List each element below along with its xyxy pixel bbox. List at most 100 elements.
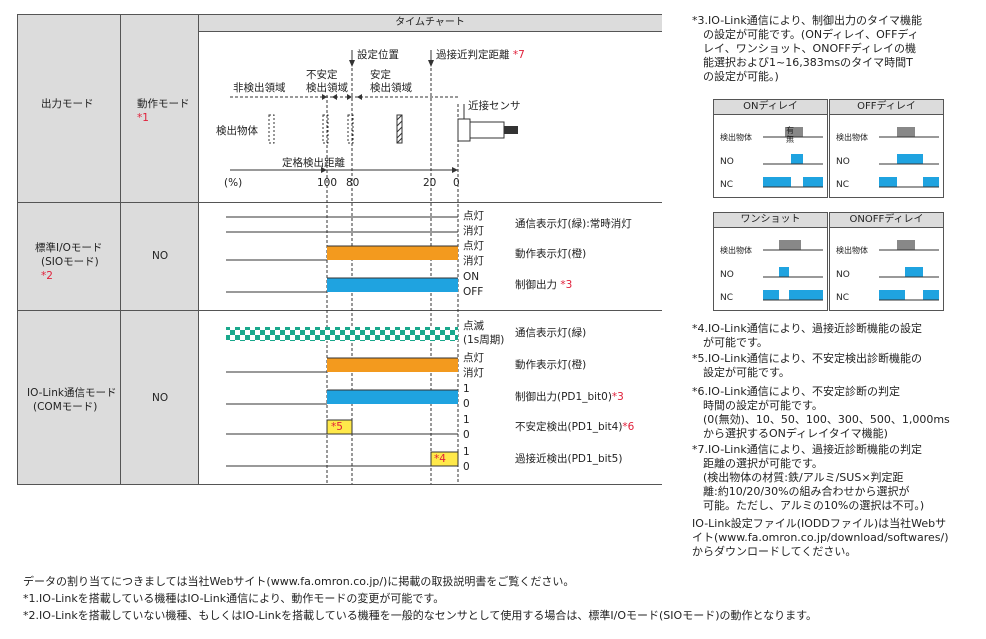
mini1-none: 無	[786, 135, 794, 144]
sio-s1-off: 消灯	[463, 225, 484, 237]
com-s2-name: 動作表示灯(橙)	[515, 359, 587, 371]
com-s4-off: 0	[463, 429, 470, 441]
mini2-obj: 検出物体	[836, 133, 868, 142]
note-3-l5: の設定が可能。)	[703, 70, 779, 83]
com-s1-on: 点滅	[463, 320, 484, 332]
com-s5-off: 0	[463, 461, 470, 473]
proximity-sensor-icon	[457, 104, 518, 142]
note-7-l1: *7.IO-Link通信により、過接近診断機能の判定	[692, 443, 923, 456]
note-6-l3: (0(無効)、10、50、100、300、500、1,000ms	[703, 413, 950, 426]
unstable-2: 検出領域	[306, 82, 348, 94]
timechart-header-bg	[198, 14, 662, 31]
com-s3-note: *3	[611, 391, 624, 403]
sio-mode-note: *2	[41, 270, 53, 282]
com-s1-off: (1s周期)	[463, 334, 505, 346]
object-stable	[347, 114, 354, 144]
com-comm-led-bar	[226, 327, 458, 341]
note-4-l2: が可能です。	[703, 336, 768, 349]
com-s3-on: 1	[463, 383, 470, 395]
timechart-header: タイムチャート	[395, 17, 465, 28]
com-s2-on: 点灯	[463, 352, 484, 364]
note-7-l2: 距離の選択が可能です。	[703, 457, 823, 470]
sio-s2-on: 点灯	[463, 240, 484, 252]
com-s2-off: 消灯	[463, 367, 484, 379]
timer-on-delay-title: ONディレイ	[714, 100, 827, 115]
object-far	[268, 114, 275, 144]
note-7: *7.IO-Link通信により、過接近診断機能の判定 距離の選択が可能です。 (…	[692, 443, 924, 513]
rated-distance-label: 定格検出距離	[282, 157, 345, 169]
mini4-no: NO	[836, 270, 850, 280]
overproximity-text: 過接近判定距離	[436, 49, 510, 61]
note-6-l2: 時間の設定が可能です。	[703, 399, 823, 412]
com-op-led-bar	[327, 358, 458, 372]
note-4-l1: *4.IO-Link通信により、過接近診断機能の設定	[692, 322, 923, 335]
mini2-nc: NC	[836, 180, 850, 190]
mini3-obj: 検出物体	[720, 246, 752, 255]
tick-0: 0	[453, 177, 460, 189]
note-7-l5: 可能。ただし、アルミの10%の選択は不可。)	[703, 499, 925, 512]
note-5-l2: 設定が可能です。	[703, 366, 790, 379]
iodd-note: IO-Link設定ファイル(IODDファイル)は当社Webサ イト(www.fa…	[692, 517, 949, 559]
com-s5-box: *4	[434, 453, 446, 465]
mini1-no: NO	[720, 157, 734, 167]
com-s5-name: 過接近検出(PD1_bit5)	[515, 453, 623, 465]
mini4-nc: NC	[836, 293, 850, 303]
object-unstable	[322, 114, 329, 144]
note-6-l4: から選択するONディレイタイマ機能)	[703, 427, 888, 440]
percent-label: (%)	[224, 177, 243, 189]
com-s4-on: 1	[463, 414, 470, 426]
com-s4-text: 不安定検出(PD1_bit4)	[515, 421, 623, 433]
note-3-l4: 能選択および1~16,383msのタイマ時間T	[703, 56, 913, 69]
overprox-box	[430, 451, 459, 467]
overproximity-label: 過接近判定距離 *7	[436, 49, 525, 62]
sio-mode-2: (SIOモード)	[41, 256, 99, 268]
iodd-l1: IO-Link設定ファイル(IODDファイル)は当社Webサ	[692, 517, 947, 530]
note-3-l3: レイ、ワンショット、ONOFFディレイの機	[703, 42, 916, 55]
arrow	[357, 94, 362, 100]
timing-table: タイムチャート 出力モード 動作モード *1 標準I/Oモード (SIOモード)…	[17, 14, 662, 485]
stable-1: 安定	[370, 69, 391, 81]
note-6: *6.IO-Link通信により、不安定診断の判定 時間の設定が可能です。 (0(…	[692, 385, 950, 441]
arrow	[332, 94, 337, 100]
overproximity-note: *7	[512, 49, 525, 61]
com-s1-name: 通信表示灯(緑)	[515, 327, 587, 339]
footer-line-3: *2.IO-Linkを搭載していない機種、もしくはIO-Linkを搭載している機…	[23, 609, 818, 622]
note-5-l1: *5.IO-Link通信により、不安定検出診断機能の	[692, 352, 923, 365]
sio-s1-name: 通信表示灯(緑):常時消灯	[515, 218, 632, 230]
com-control-bar	[327, 390, 458, 404]
com-s3-off: 0	[463, 398, 470, 410]
non-detect-zone: 非検出領域	[233, 82, 286, 94]
com-s5-on: 1	[463, 446, 470, 458]
note-7-l3: (検出物体の材質:鉄/アルミ/SUS×判定距	[703, 471, 904, 484]
col2-bg	[120, 14, 198, 485]
note-7-l4: 離:約10/20/30%の組み合わせから選択が	[703, 485, 910, 498]
sio-s3-on: ON	[463, 271, 480, 283]
note-3-l2: の設定が可能です。(ONディレイ、OFFディ	[703, 28, 919, 41]
sio-s3-note: *3	[560, 279, 573, 291]
sio-op-led-bar	[327, 246, 458, 260]
tick-20: 20	[423, 177, 437, 189]
sio-s3-off: OFF	[463, 286, 484, 298]
sio-control-bar	[327, 278, 458, 292]
mini1-have: 有	[786, 126, 794, 135]
sio-mode-1: 標準I/Oモード	[35, 242, 103, 254]
note-4: *4.IO-Link通信により、過接近診断機能の設定 が可能です。	[692, 322, 922, 350]
sio-op: NO	[152, 250, 169, 262]
iodd-l3: からダウンロードしてください。	[692, 545, 857, 558]
iodd-l2: イト(www.fa.omron.co.jp/download/softwares…	[692, 531, 949, 544]
object-label: 検出物体	[216, 125, 258, 137]
sio-s2-off: 消灯	[463, 255, 484, 267]
op-mode-note: *1	[137, 112, 149, 124]
sio-s2-name: 動作表示灯(橙)	[515, 248, 587, 260]
stable-2: 検出領域	[370, 82, 412, 94]
arrow	[322, 94, 327, 100]
timer-one-shot-title: ワンショット	[714, 213, 827, 228]
sio-s3-name: 制御出力 *3	[515, 279, 572, 292]
timer-onoff-delay-title: ONOFFディレイ	[830, 213, 943, 228]
com-mode-1: IO-Link通信モード	[27, 387, 117, 399]
note-3-l1: *3.IO-Link通信により、制御出力のタイマ機能	[692, 14, 923, 27]
note-6-l1: *6.IO-Link通信により、不安定診断の判定	[692, 385, 901, 398]
footer-line-2: *1.IO-Linkを搭載している機種はIO-Link通信により、動作モードの変…	[23, 592, 445, 605]
